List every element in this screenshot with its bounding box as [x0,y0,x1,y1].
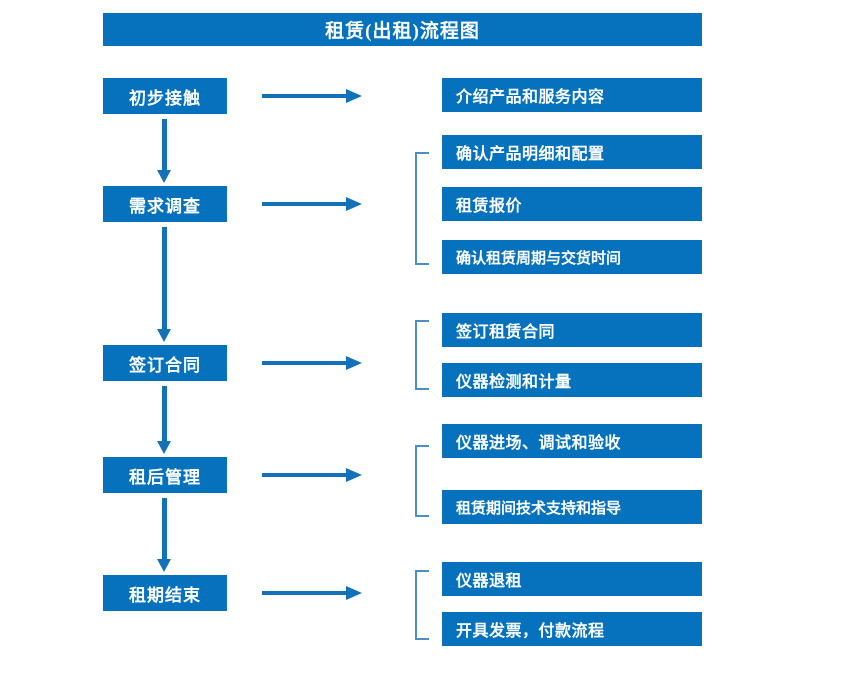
right-arrow-icon-needs-survey [262,197,362,211]
arrow-head [157,329,171,342]
arrow-shaft [162,498,167,560]
detail-box-sign-contract-1[interactable]: 签订租赁合同 [442,313,702,347]
group-bracket-needs-survey [415,152,429,265]
right-arrow-icon-post-rental-management [262,468,362,482]
arrow-head [346,586,362,600]
page-title: 租赁(出租)流程图 [103,13,702,46]
stage-box-initial-contact[interactable]: 初步接触 [103,78,227,114]
connector-4-5-down-arrow-icon [157,498,171,572]
connector-1-2-down-arrow-icon [157,119,171,183]
detail-box-post-rental-management-2[interactable]: 租赁期间技术支持和指导 [442,490,702,524]
right-arrow-icon-rental-end [262,586,362,600]
group-bracket-sign-contract [415,320,429,390]
arrow-head [157,170,171,183]
detail-box-needs-survey-1[interactable]: 确认产品明细和配置 [442,135,702,169]
detail-box-needs-survey-3[interactable]: 确认租赁周期与交货时间 [442,240,702,274]
arrow-shaft [262,361,348,365]
arrow-shaft [162,119,167,171]
arrow-head [346,89,362,103]
arrow-head [157,559,171,572]
detail-box-initial-contact-1[interactable]: 介绍产品和服务内容 [442,78,702,112]
right-arrow-icon-initial-contact [262,89,362,103]
stage-box-sign-contract[interactable]: 签订合同 [103,345,227,381]
arrow-head [346,356,362,370]
arrow-shaft [262,473,348,477]
arrow-shaft [262,202,348,206]
detail-box-post-rental-management-1[interactable]: 仪器进场、调试和验收 [442,424,702,458]
detail-box-rental-end-1[interactable]: 仪器退租 [442,562,702,596]
group-bracket-post-rental-management [415,445,429,517]
stage-box-rental-end[interactable]: 租期结束 [103,575,227,611]
arrow-shaft [262,94,348,98]
arrow-shaft [162,227,167,330]
connector-3-4-down-arrow-icon [157,386,171,454]
arrow-head [346,468,362,482]
arrow-shaft [262,591,348,595]
right-arrow-icon-sign-contract [262,356,362,370]
stage-box-post-rental-management[interactable]: 租后管理 [103,457,227,493]
group-bracket-rental-end [415,570,429,640]
stage-box-needs-survey[interactable]: 需求调查 [103,186,227,222]
connector-2-3-down-arrow-icon [157,227,171,342]
detail-box-sign-contract-2[interactable]: 仪器检测和计量 [442,363,702,397]
detail-box-rental-end-2[interactable]: 开具发票，付款流程 [442,612,702,646]
detail-box-needs-survey-2[interactable]: 租赁报价 [442,187,702,221]
arrow-head [157,441,171,454]
arrow-head [346,197,362,211]
arrow-shaft [162,386,167,442]
